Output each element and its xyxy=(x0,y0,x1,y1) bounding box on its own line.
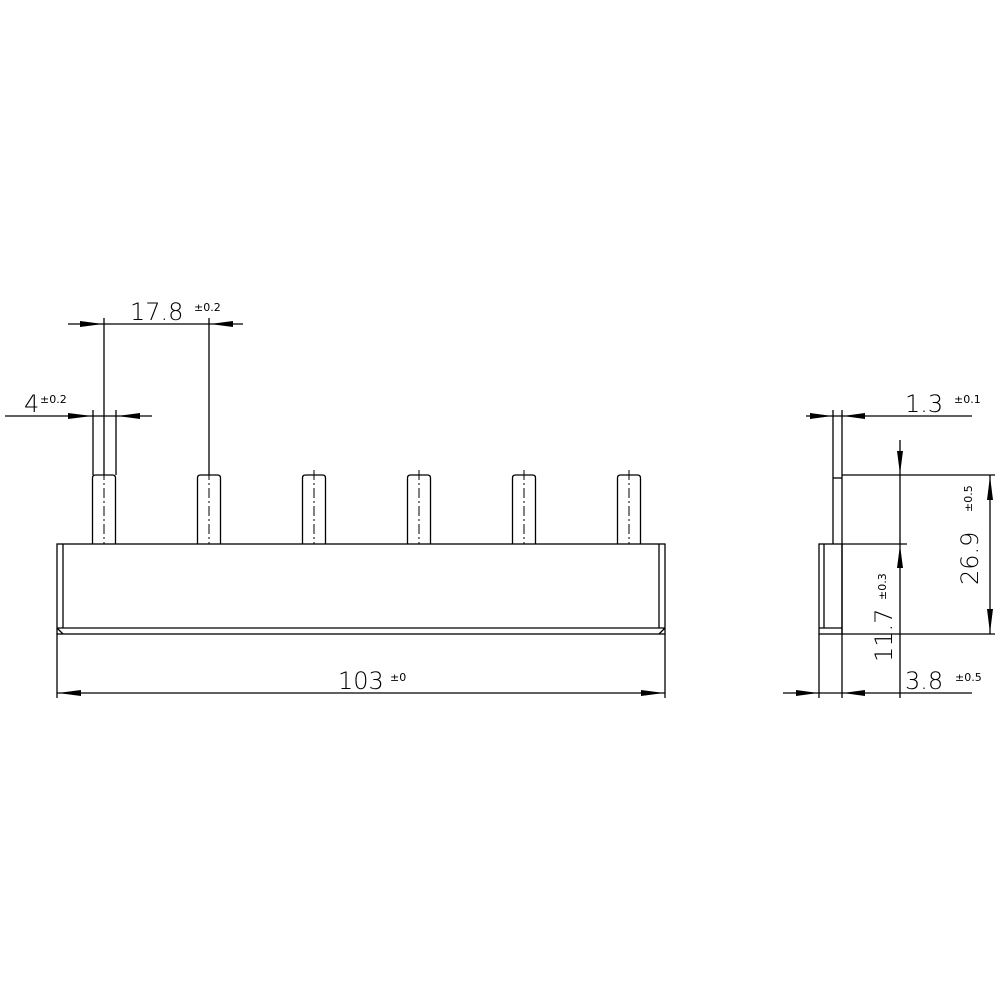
dim-tolerance: ±0.5 xyxy=(962,485,975,512)
dim-value: 3.8 xyxy=(905,667,943,695)
dim-base-height: 11.7 ±0.3 xyxy=(842,440,907,698)
pins xyxy=(91,470,642,544)
dim-tolerance: ±0.2 xyxy=(40,393,67,406)
dim-value: 26.9 xyxy=(956,532,984,585)
base-profile xyxy=(818,543,843,635)
dim-tolerance: ±0 xyxy=(390,671,406,684)
dim-pin-pitch: 17.8 ±0.2 xyxy=(68,298,243,475)
dim-pin-thickness: 1.3 ±0.1 xyxy=(806,390,981,419)
dim-base-width: 3.8 ±0.5 xyxy=(783,667,982,696)
dim-tolerance: ±0.2 xyxy=(194,301,221,314)
dim-value: 17.8 xyxy=(130,298,183,326)
side-view: 1.3 ±0.1 26.9 ±0.5 11.7 ±0.3 3.8 ±0.5 xyxy=(783,390,995,698)
dim-value: 4 xyxy=(24,390,39,418)
front-view: 17.8 ±0.2 4 ±0.2 103 ±0 xyxy=(5,298,666,698)
dim-value: 103 xyxy=(338,667,384,695)
body-bottom-chamfer xyxy=(56,627,666,635)
dim-value: 1.3 xyxy=(905,390,943,418)
dim-tolerance: ±0.5 xyxy=(955,671,982,684)
arrow-left xyxy=(210,321,233,327)
dim-tolerance: ±0.3 xyxy=(876,573,889,600)
dim-value: 11.7 xyxy=(870,609,898,662)
dim-tolerance: ±0.1 xyxy=(954,393,981,406)
dim-pin-width: 4 ±0.2 xyxy=(5,390,152,475)
busbar-body xyxy=(56,543,666,635)
dim-overall-length: 103 ±0 xyxy=(56,634,666,698)
arrow-right xyxy=(80,321,103,327)
dim-total-height: 26.9 ±0.5 xyxy=(842,474,995,635)
